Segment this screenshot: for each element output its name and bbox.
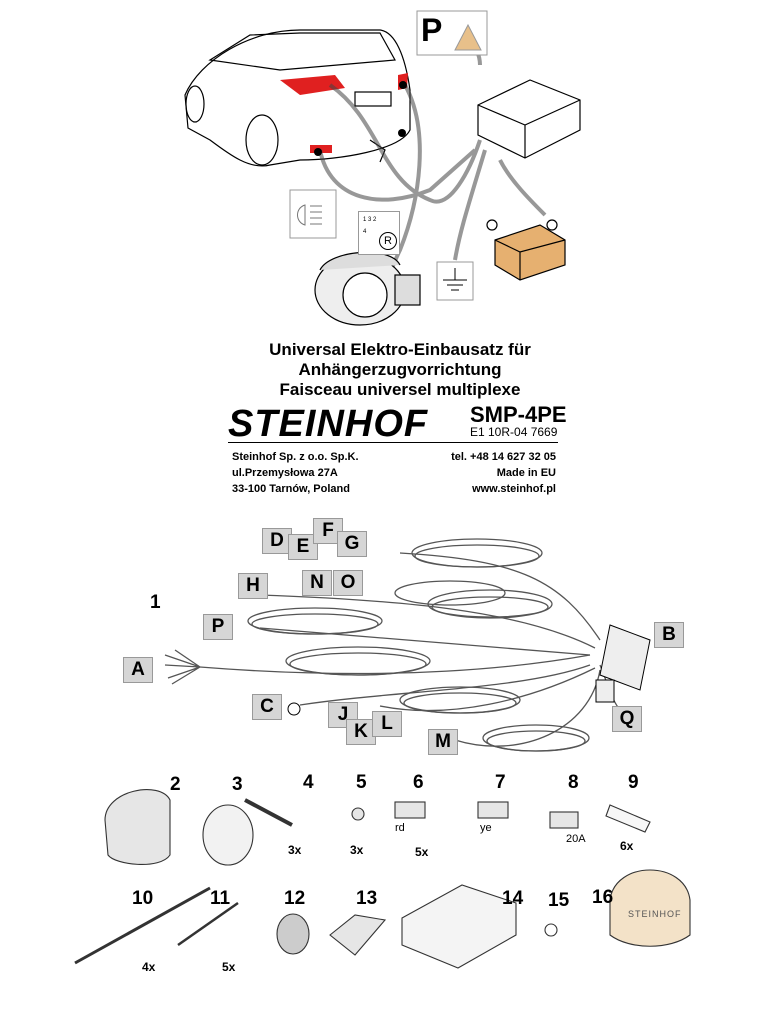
part-number-9: 9 xyxy=(628,772,639,793)
connector-label-k: K xyxy=(346,719,376,745)
harness-item-number: 1 xyxy=(150,592,161,613)
company-website: www.steinhof.pl xyxy=(472,483,556,495)
installation-diagram xyxy=(184,10,581,326)
part-number-13: 13 xyxy=(356,888,378,909)
part-note-7: ye xyxy=(480,822,492,834)
reverse-sign: R xyxy=(379,232,397,250)
part-qty-5: 3x xyxy=(350,843,364,857)
title-line-1: Universal Elektro-Einbausatz für xyxy=(269,340,531,359)
part-3-plate xyxy=(202,804,254,866)
part-note-6: rd xyxy=(395,822,405,834)
connector-label-c: C xyxy=(252,694,282,720)
fog-light xyxy=(310,145,332,153)
part-15-ring-terminal xyxy=(544,923,558,937)
part-qty-6: 5x xyxy=(415,845,429,859)
connector-label-g: G xyxy=(337,531,367,557)
part-12-grommet xyxy=(276,913,310,955)
part-number-6: 6 xyxy=(413,772,424,793)
connector-label-p: P xyxy=(203,614,233,640)
part-number-4: 4 xyxy=(303,772,314,793)
part-number-2: 2 xyxy=(170,774,181,795)
company-phone: tel. +48 14 627 32 05 xyxy=(451,451,556,463)
title-line-3: Faisceau universel multiplexe xyxy=(279,380,521,399)
tail-light xyxy=(280,75,345,95)
part-qty-4: 3x xyxy=(288,843,302,857)
connector-label-d: D xyxy=(262,528,292,554)
connector-label-n: N xyxy=(302,570,332,596)
part-qty-9: 6x xyxy=(620,839,634,853)
part-number-16: 16 xyxy=(592,887,614,908)
divider xyxy=(228,442,558,443)
reverse-switch-box: 1 3 2 4 R xyxy=(358,211,400,255)
connector-label-j: J xyxy=(328,702,358,728)
part-number-8: 8 xyxy=(568,772,579,793)
company-origin: Made in EU xyxy=(496,467,556,479)
part-7-connector xyxy=(477,801,509,819)
part-9-butt-connector xyxy=(605,804,651,833)
connector-label-m: M xyxy=(428,729,458,755)
parking-sign-label: P xyxy=(421,12,443,48)
trailer-socket-illustration xyxy=(314,251,421,326)
title-line-2: Anhängerzugvorrichtung xyxy=(298,360,502,379)
company-street: ul.Przemysłowa 27A xyxy=(232,467,338,479)
connector-label-a: A xyxy=(123,657,153,683)
part-number-3: 3 xyxy=(232,774,243,795)
part-number-10: 10 xyxy=(132,888,154,909)
part-8-fuse xyxy=(549,811,579,829)
car-outline xyxy=(184,29,411,167)
brand-logo: STEINHOF xyxy=(228,403,429,445)
part-number-7: 7 xyxy=(495,772,506,793)
part-5-nut xyxy=(351,807,365,821)
part-number-5: 5 xyxy=(356,772,367,793)
battery-icon xyxy=(486,219,566,281)
cover-brand-text: STEINHOF xyxy=(628,909,682,919)
part-6-connector xyxy=(394,801,426,819)
part-qty-10: 4x xyxy=(142,960,156,974)
part-11-cable-tie xyxy=(177,901,239,947)
part-4-bolt xyxy=(244,798,293,827)
connector-label-q: Q xyxy=(612,706,642,732)
part-13-clips xyxy=(329,914,387,956)
approval-number: E1 10R-04 7669 xyxy=(470,425,558,439)
switch-pins: 1 3 2 4 xyxy=(363,217,377,235)
connector-label-h: H xyxy=(238,573,268,599)
control-module xyxy=(477,79,581,159)
part-10-cable-tie xyxy=(74,886,211,965)
company-city: 33-100 Tarnów, Poland xyxy=(232,483,350,495)
part-number-15: 15 xyxy=(548,890,570,911)
part-note-8: 20A xyxy=(566,833,586,845)
part-qty-11: 5x xyxy=(222,960,236,974)
part-number-12: 12 xyxy=(284,888,306,909)
connector-label-o: O xyxy=(333,570,363,596)
connector-b xyxy=(595,624,651,703)
model-number: SMP-4PE xyxy=(470,402,567,427)
part-14-module xyxy=(401,884,517,969)
part-number-11: 11 xyxy=(210,888,231,909)
part-2-socket xyxy=(104,789,171,866)
company-name: Steinhof Sp. z o.o. Sp.K. xyxy=(232,451,359,463)
connector-label-b: B xyxy=(654,622,684,648)
connector-label-l: L xyxy=(372,711,402,737)
part-number-14: 14 xyxy=(502,888,524,909)
ring-terminal xyxy=(287,702,301,716)
part-16-towball-cover xyxy=(609,869,691,947)
